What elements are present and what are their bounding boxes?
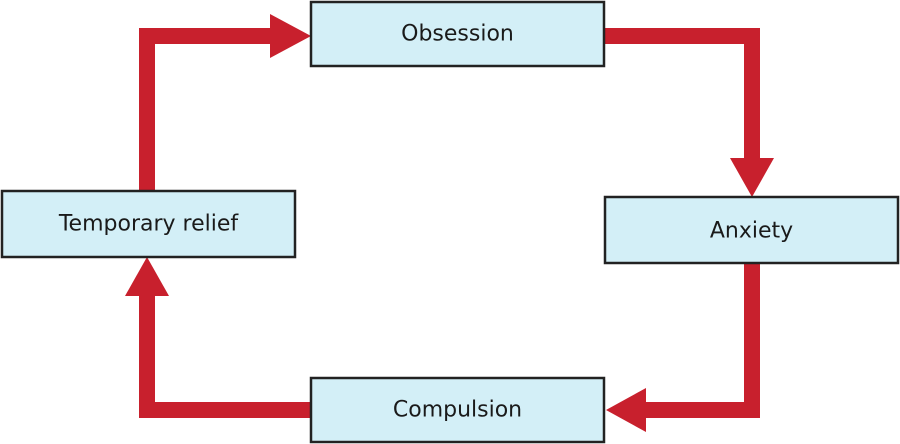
arrow-obsession-to-anxiety (604, 28, 760, 162)
arrow-relief-to-obsession (139, 28, 282, 191)
arrow-anxiety-to-compulsion (638, 263, 760, 418)
node-anxiety-label: Anxiety (710, 219, 793, 244)
node-anxiety: Anxiety (603, 195, 900, 265)
node-compulsion-label: Compulsion (393, 398, 522, 423)
arrow-compulsion-to-relief (139, 290, 311, 418)
node-temporary-relief-label: Temporary relief (58, 212, 240, 237)
arrows (125, 14, 774, 432)
arrowhead-into-compulsion (606, 388, 646, 432)
node-obsession-label: Obsession (401, 22, 514, 47)
arrowhead-into-anxiety (730, 158, 774, 197)
arrowhead-into-obsession (270, 14, 311, 58)
arrowhead-into-temporary-relief (125, 257, 169, 296)
node-obsession: Obsession (309, 0, 606, 68)
node-temporary-relief: Temporary relief (0, 189, 297, 259)
node-compulsion: Compulsion (309, 376, 606, 444)
